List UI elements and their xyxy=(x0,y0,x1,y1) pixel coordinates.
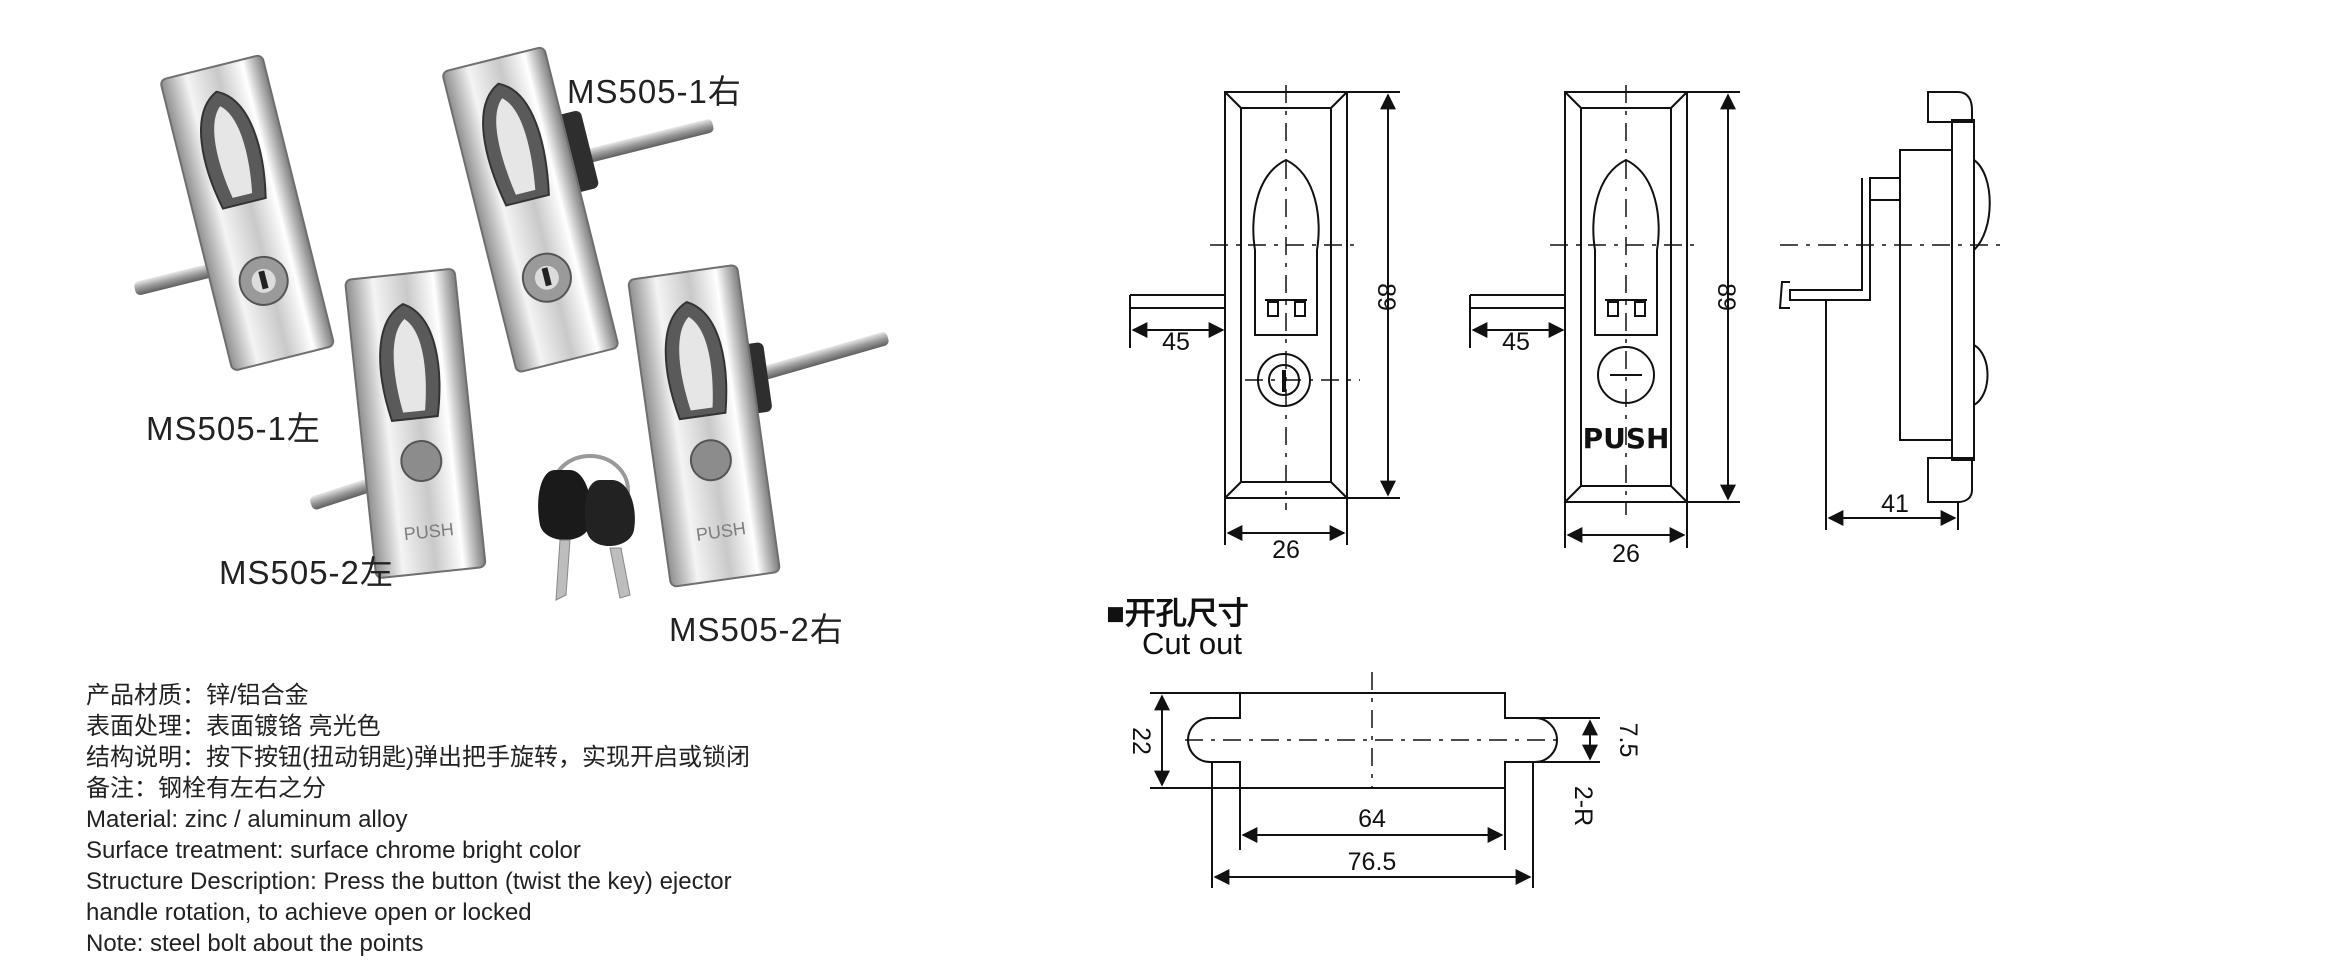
keys xyxy=(538,454,635,601)
lock-ms505-1-right xyxy=(442,46,714,373)
dim-label-width: 26 xyxy=(1612,540,1640,568)
dim-label-depth: 41 xyxy=(1881,490,1909,518)
keyhole-icon xyxy=(541,267,552,287)
push-text: PUSH xyxy=(1583,422,1670,455)
label-ms505-2-right: MS505-2右 xyxy=(669,611,844,648)
side-view xyxy=(1778,91,2005,530)
handle-outline xyxy=(1592,158,1660,336)
spec-line: 表面处理：表面镀铬 亮光色 xyxy=(86,713,381,740)
dim-label-radius: 2-R xyxy=(1569,786,1597,826)
label-ms505-1-right: MS505-1右 xyxy=(567,73,742,110)
spec-line: Structure Description: Press the button … xyxy=(86,868,732,895)
bottom-cap xyxy=(1927,457,1973,503)
push-button xyxy=(689,439,732,482)
cutout-drawing xyxy=(1150,672,1600,888)
key-head xyxy=(584,480,635,547)
handle xyxy=(393,319,426,413)
handle-outline xyxy=(1252,158,1320,336)
key-blade xyxy=(555,539,571,601)
spec-line: Surface treatment: surface chrome bright… xyxy=(86,837,581,864)
dim-label-width: 26 xyxy=(1272,536,1300,564)
label-ms505-1-left: MS505-1左 xyxy=(146,410,321,447)
push-button xyxy=(400,440,443,483)
handle xyxy=(679,316,713,411)
label-ms505-2-left: MS505-2左 xyxy=(219,554,394,591)
dim-label-outer-width: 76.5 xyxy=(1348,848,1397,876)
dim-label-height: 89 xyxy=(1712,283,1740,311)
spec-line: handle rotation, to achieve open or lock… xyxy=(86,899,532,926)
spec-line: Note: steel bolt about the points xyxy=(86,930,424,957)
lock-ms505-1-left xyxy=(134,54,335,371)
dim-label-slot: 7.5 xyxy=(1614,723,1642,758)
top-cap xyxy=(1927,91,1973,123)
cutout-title: ■开孔尺寸 xyxy=(1106,596,1249,631)
spec-line: 备注：钢栓有左右之分 xyxy=(86,775,326,802)
front-view-push xyxy=(1469,85,1740,548)
dim-label-bolt: 45 xyxy=(1162,328,1190,356)
key-blade xyxy=(609,547,631,599)
spec-line: Material: zinc / aluminum alloy xyxy=(86,806,408,833)
front-view-key xyxy=(1129,85,1400,545)
flange-outline xyxy=(1951,119,1975,461)
key-head xyxy=(538,470,592,540)
dim-label-cut-height: 22 xyxy=(1127,727,1155,755)
handle-profile xyxy=(1973,159,1991,251)
handle xyxy=(496,98,536,195)
spec-list: 产品材质：锌/铝合金 表面处理：表面镀铬 亮光色 结构说明：按下按钮(扭动钥匙)… xyxy=(86,680,750,959)
lock-ms505-2-right: PUSH xyxy=(627,264,889,588)
dim-label-inner-width: 64 xyxy=(1358,805,1386,833)
body-outline xyxy=(1899,149,1953,441)
handle xyxy=(214,106,253,198)
lock-ms505-2-left: PUSH xyxy=(310,268,487,579)
cutout-subtitle: Cut out xyxy=(1142,626,1242,661)
dim-label-bolt: 45 xyxy=(1502,328,1530,356)
keyhole-icon xyxy=(258,270,269,290)
plate-inner xyxy=(1580,107,1672,487)
dim-label-height: 89 xyxy=(1372,283,1400,311)
spec-line: 产品材质：锌/铝合金 xyxy=(86,682,309,709)
spec-line: 结构说明：按下按钮(扭动钥匙)弹出把手旋转，实现开启或锁闭 xyxy=(86,744,750,771)
